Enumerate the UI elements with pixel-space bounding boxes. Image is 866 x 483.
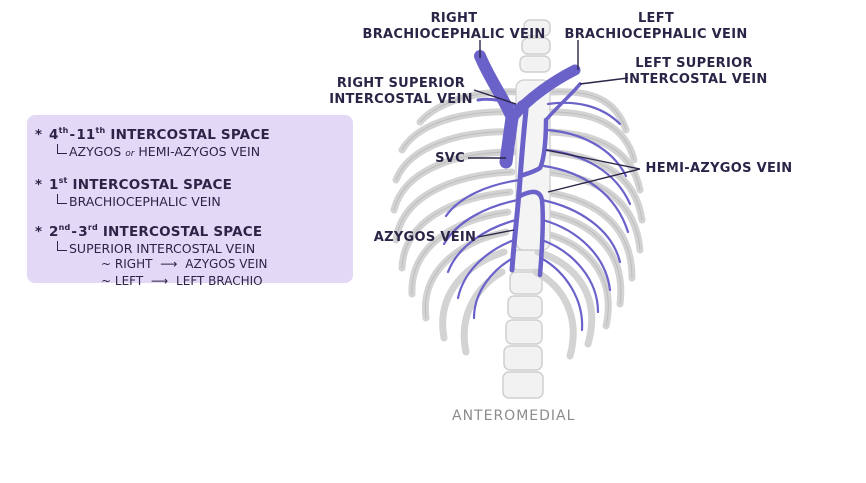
view-caption: ANTEROMEDIAL <box>452 408 576 424</box>
item-title: *4th-11th INTERCOSTAL SPACE <box>35 126 270 143</box>
bullet-icon: * <box>35 127 43 143</box>
elbow-arrow-icon <box>57 144 67 154</box>
ribs-left <box>390 88 524 356</box>
label-hemi-azygos-vein: HEMI-AZYGOS VEIN <box>645 161 793 176</box>
label-left-brachiocephalic-vein: LEFT BRACHIOCEPHALIC VEIN <box>564 11 748 42</box>
item-title: *1st INTERCOSTAL SPACE <box>35 176 233 193</box>
item-title: *2nd-3rd INTERCOSTAL SPACE <box>35 223 263 240</box>
svc <box>499 111 519 169</box>
elbow-arrow-icon <box>57 194 67 204</box>
item-subtitle: AZYGOS or HEMI-AZYGOS VEIN <box>35 144 345 162</box>
branch-right: ~ RIGHT ⟶ AZYGOS VEIN <box>101 257 268 271</box>
summary-item-2nd-3rd: *2nd-3rd INTERCOSTAL SPACE SUPERIOR INTE… <box>35 219 345 290</box>
bullet-icon: * <box>35 177 43 193</box>
branch-left: ~ LEFT ⟶ LEFT BRACHIO <box>101 274 263 288</box>
label-left-superior-intercostal-vein: LEFT SUPERIOR INTERCOSTAL VEIN <box>624 56 768 87</box>
elbow-arrow-icon <box>57 241 67 251</box>
item-subtitle: BRACHIOCEPHALIC VEIN <box>35 194 345 209</box>
summary-panel: *4th-11th INTERCOSTAL SPACE AZYGOS or HE… <box>27 115 353 288</box>
item-subtitle: SUPERIOR INTERCOSTAL VEIN <box>35 241 345 256</box>
azygos-vein <box>509 100 529 273</box>
summary-item-4th-11th: *4th-11th INTERCOSTAL SPACE AZYGOS or HE… <box>35 122 345 162</box>
accessory-hemi-azygos-vein <box>517 117 549 179</box>
summary-item-1st: *1st INTERCOSTAL SPACE BRACHIOCEPHALIC V… <box>35 172 345 209</box>
bullet-icon: * <box>35 224 43 240</box>
label-right-superior-intercostal-vein: RIGHT SUPERIOR INTERCOSTAL VEIN <box>329 76 473 107</box>
left-brachiocephalic-vein <box>506 64 581 124</box>
label-azygos-vein: AZYGOS VEIN <box>373 230 477 245</box>
right-arrow-icon: ⟶ <box>160 257 178 271</box>
label-right-brachiocephalic-vein: RIGHT BRACHIOCEPHALIC VEIN <box>362 11 546 42</box>
label-svc: SVC <box>435 151 465 166</box>
right-superior-intercostal-vein <box>476 97 518 108</box>
leader-lines <box>468 40 641 238</box>
ribs-left-outline <box>393 91 521 319</box>
right-arrow-icon: ⟶ <box>151 274 169 288</box>
